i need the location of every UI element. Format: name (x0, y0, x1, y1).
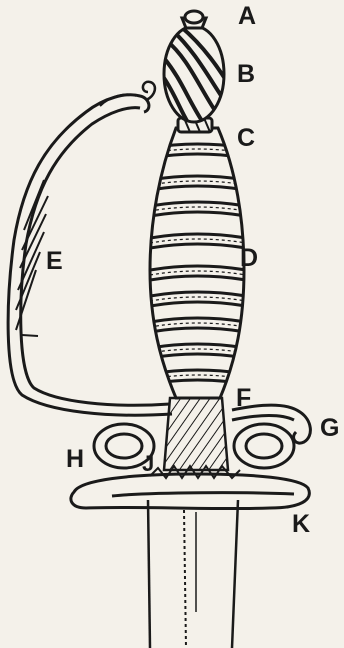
label-j: J (142, 453, 154, 475)
pommel (164, 26, 232, 126)
label-k: K (292, 512, 310, 537)
grip (150, 128, 246, 398)
pommel-button (182, 11, 206, 28)
quillon (71, 474, 309, 509)
knuckle-bow (8, 82, 172, 415)
label-f: F (236, 386, 251, 411)
label-a: A (238, 4, 256, 29)
label-b: B (237, 62, 255, 87)
label-g: G (320, 416, 339, 441)
blade (148, 500, 238, 648)
grip-base (150, 398, 240, 478)
label-c: C (237, 126, 255, 151)
label-h: H (66, 447, 84, 472)
label-d: D (240, 246, 258, 271)
label-e: E (46, 249, 63, 274)
